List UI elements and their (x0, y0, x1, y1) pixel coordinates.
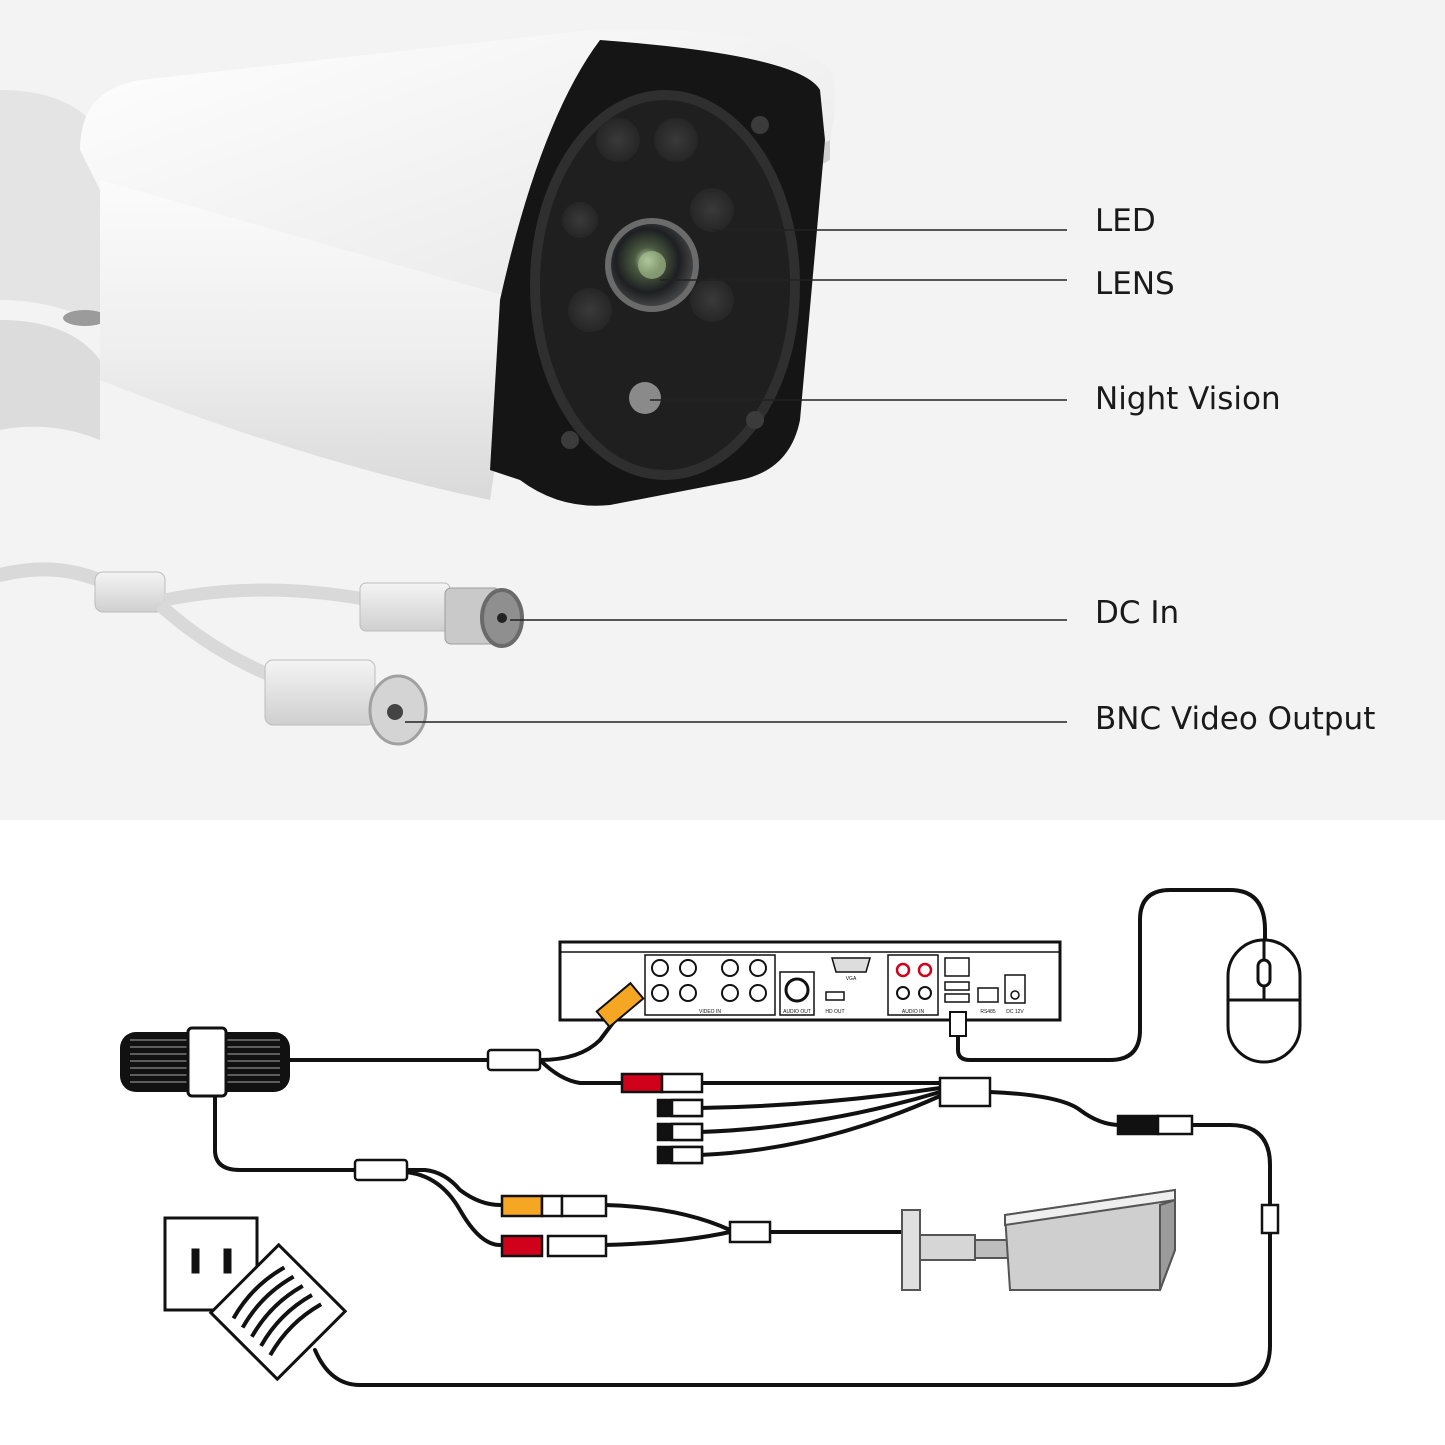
dvr-label-audio-in: AUDIO IN (902, 1009, 925, 1015)
callout-bnc-video-output: BNC Video Output (1095, 701, 1376, 737)
ir-led-5 (568, 288, 612, 332)
harness-junction (938, 1076, 992, 1108)
power-adapter-icon (208, 1242, 348, 1382)
dvr-label-audio-out: AUDIO OUT (783, 1009, 811, 1015)
dc-connector (264, 659, 376, 726)
dvr-label-rs485: RS485 (980, 1009, 996, 1015)
callout-lines (405, 229, 1067, 723)
bnc-connector (359, 582, 451, 632)
wiring-diagram-panel: VIDEO IN VGA AUDIO OUT HD OUT AUDIO IN R… (0, 820, 1445, 1445)
dvr-label-dc12v: DC 12V (1006, 1009, 1024, 1015)
ir-led-4 (690, 278, 734, 322)
connectors (353, 1048, 1280, 1258)
callout-night-vision: Night Vision (1095, 381, 1281, 417)
night-vision-sensor (629, 382, 661, 414)
ir-led-1 (596, 118, 640, 162)
rca-yellow-plug (500, 1194, 544, 1218)
wires (213, 888, 1272, 1387)
camera-cables (0, 562, 524, 746)
callout-lens: LENS (1095, 266, 1175, 302)
ir-led-3 (690, 188, 734, 232)
rca-red-plug-bottom (500, 1234, 544, 1258)
usb-plug (949, 1011, 967, 1037)
dvr-video-plug (595, 981, 645, 1029)
mouse-icon (1226, 938, 1302, 1064)
callout-led: LED (1095, 203, 1156, 239)
camera-line-drawing (901, 1188, 1176, 1291)
dvr-label-vga: VGA (846, 976, 857, 982)
camera-callout-panel: LED LENS Night Vision DC In BNC Video Ou… (0, 0, 1445, 820)
dvr-recorder: VIDEO IN VGA AUDIO OUT HD OUT AUDIO IN R… (558, 940, 1062, 1022)
splitter-connector (486, 1048, 542, 1072)
wiring-diagram: VIDEO IN VGA AUDIO OUT HD OUT AUDIO IN R… (120, 888, 1302, 1387)
ir-led-6 (562, 202, 598, 238)
cable-coil (120, 1026, 290, 1098)
camera-front-face (490, 40, 825, 506)
dvr-label-video-in: VIDEO IN (699, 1009, 721, 1015)
ir-led-2 (654, 118, 698, 162)
callout-dc-in: DC In (1095, 595, 1180, 631)
dvr-label-hd-out: HD OUT (825, 1009, 844, 1015)
rca-red-plug-top (620, 1072, 664, 1094)
camera-illustration (0, 29, 1067, 746)
splitter-connector-2 (353, 1158, 409, 1182)
